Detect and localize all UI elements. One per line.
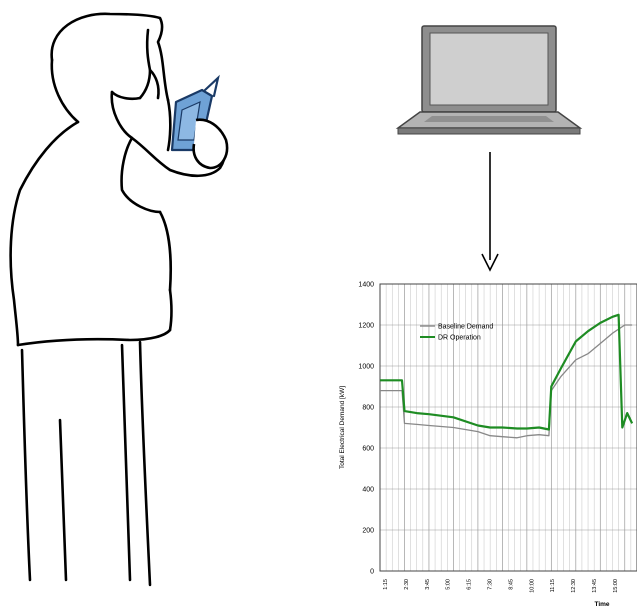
- x-tick-label: 7:30: [488, 579, 494, 590]
- x-axis-ticks: 1:15 2:30 3:45 5:00 6:15 7:30 8:45 10:00 11:15 12…: [383, 579, 619, 593]
- x-tick-label: 2:30: [404, 579, 410, 590]
- y-tick-label: 1000: [358, 364, 374, 371]
- chart-series: [380, 313, 634, 439]
- x-tick-label: 11:15: [550, 579, 556, 592]
- laptop-icon: [395, 25, 583, 135]
- legend-label-dr: DR Operation: [438, 335, 481, 342]
- y-tick-label: 1200: [358, 323, 374, 330]
- y-axis-ticks: 0 200 400 600 800 1000 1200 1400: [358, 282, 374, 576]
- x-tick-label: 12:30: [571, 579, 577, 593]
- series-line-dr: [380, 313, 634, 431]
- y-tick-label: 400: [362, 487, 374, 494]
- y-tick-label: 0: [370, 569, 374, 576]
- y-tick-label: 1400: [358, 282, 374, 289]
- x-tick-label: 1:15: [383, 579, 389, 590]
- x-tick-label: 6:15: [467, 579, 473, 590]
- x-tick-label: 13:45: [592, 579, 598, 593]
- x-tick-label: 5:00: [446, 579, 452, 590]
- x-axis-label: Time: [594, 601, 609, 608]
- plot-area: [379, 283, 637, 572]
- y-axis-label: Total Electrical Demand [kW]: [339, 386, 346, 469]
- chart-legend: Baseline Demand DR Operation: [420, 324, 493, 342]
- y-tick-label: 200: [362, 528, 374, 535]
- series-line-baseline: [380, 324, 633, 439]
- down-arrow-icon: [481, 152, 499, 272]
- x-tick-label: 10:00: [529, 579, 535, 593]
- demand-line-chart: 0 200 400 600 800 1000 1200 1400 1:15 2:30 3:45 5:…: [339, 282, 637, 608]
- person-with-phone-sketch-icon: [9, 12, 229, 587]
- x-tick-label: 15:00: [613, 579, 619, 593]
- x-tick-label: 8:45: [508, 579, 514, 590]
- y-tick-label: 800: [362, 405, 374, 412]
- y-tick-label: 600: [362, 446, 374, 453]
- legend-label-baseline: Baseline Demand: [438, 324, 493, 331]
- x-tick-label: 3:45: [425, 579, 431, 590]
